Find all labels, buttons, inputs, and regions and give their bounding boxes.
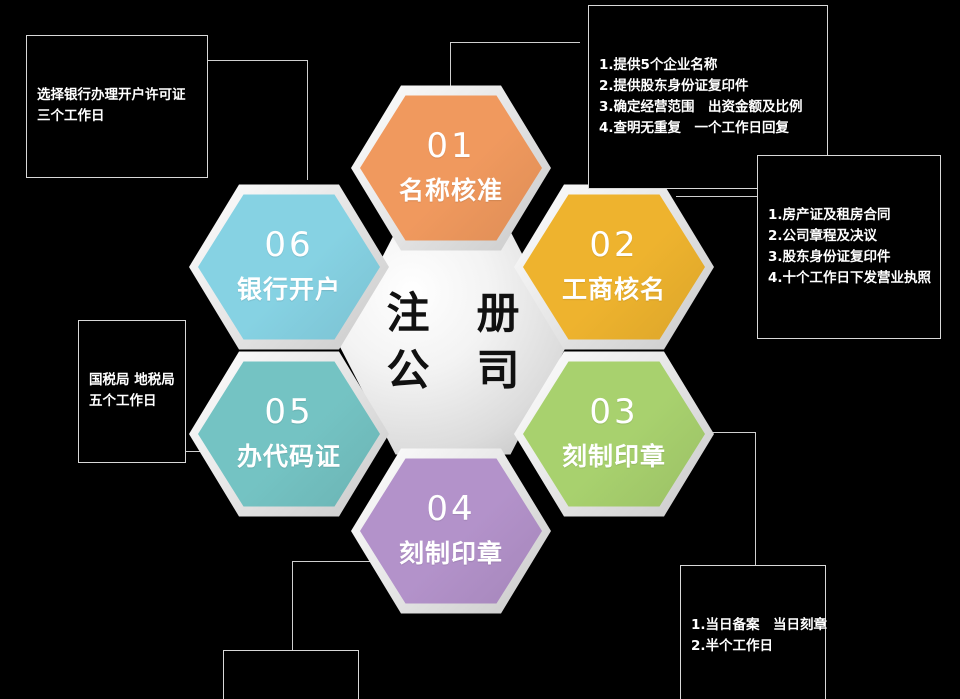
hexagon-06-face: 06 银行开户 [198, 194, 380, 340]
hexagon-04-label: 刻制印章 [398, 538, 503, 568]
hexagon-05-label: 办代码证 [236, 441, 341, 471]
connector-01-horizontal [450, 42, 580, 43]
connector-03-vertical [755, 432, 756, 565]
hexagon-02-frame: 02 工商核名 [514, 184, 714, 350]
connector-02-horizontal [676, 196, 758, 197]
hexagon-05[interactable]: 05 办代码证 [189, 349, 395, 525]
callout-bank-account: 选择银行办理开户许可证 三个工作日 [26, 35, 208, 178]
hexagon-02[interactable]: 02 工商核名 [514, 182, 720, 358]
callout-bank-account-text: 选择银行办理开户许可证 三个工作日 [37, 86, 186, 124]
hexagon-05-face: 05 办代码证 [198, 361, 380, 507]
hexagon-01-number: 01 [426, 126, 476, 167]
connector-04-vertical [292, 561, 293, 650]
hexagon-01[interactable]: 01 名称核准 [351, 83, 557, 259]
callout-quality-supervision: 市质量技术监督局 半个工作日 [223, 650, 359, 699]
hexagon-04[interactable]: 04 刻制印章 [351, 446, 557, 622]
center-title-line1: 注 册 [386, 289, 536, 340]
hexagon-02-face: 02 工商核名 [523, 194, 705, 340]
hexagon-03[interactable]: 03 刻制印章 [514, 349, 720, 525]
center-title-line2: 公 司 [386, 346, 536, 396]
connector-01-vertical [450, 42, 451, 94]
callout-name-approval-text: 1.提供5个企业名称 2.提供股东身份证复印件 3.确定经营范围 出资金额及比例… [599, 56, 803, 136]
hexagon-02-number: 02 [589, 225, 639, 266]
hexagon-01-label: 名称核准 [398, 175, 503, 205]
callout-name-approval: 1.提供5个企业名称 2.提供股东身份证复印件 3.确定经营范围 出资金额及比例… [588, 5, 828, 190]
callout-seal-filing-text: 1.当日备案 当日刻章 2.半个工作日 [691, 616, 828, 654]
hexagon-04-face: 04 刻制印章 [360, 458, 542, 604]
callout-business-license: 1.房产证及租房合同 2.公司章程及决议 3.股东身份证复印件 4.十个工作日下… [757, 155, 941, 340]
hexagon-06-number: 06 [264, 225, 314, 266]
hexagon-01-face: 01 名称核准 [360, 95, 542, 241]
hexagon-06[interactable]: 06 银行开户 [189, 182, 395, 358]
hexagon-04-number: 04 [426, 489, 476, 530]
hexagon-06-frame: 06 银行开户 [189, 184, 389, 350]
callout-business-license-text: 1.房产证及租房合同 2.公司章程及决议 3.股东身份证复印件 4.十个工作日下… [768, 206, 932, 286]
hexagon-05-number: 05 [264, 392, 314, 433]
hexagon-03-number: 03 [589, 392, 639, 433]
callout-tax-bureau-text: 国税局 地税局 五个工作日 [89, 371, 175, 409]
callout-tax-bureau: 国税局 地税局 五个工作日 [78, 320, 186, 463]
connector-03-horizontal [697, 432, 755, 433]
connector-04-horizontal [292, 561, 372, 562]
connector-06-horizontal [207, 60, 307, 61]
hexagon-05-frame: 05 办代码证 [189, 351, 389, 517]
connector-06-vertical [307, 60, 308, 180]
callout-seal-filing: 1.当日备案 当日刻章 2.半个工作日 [680, 565, 828, 699]
hexagon-02-label: 工商核名 [561, 274, 666, 304]
hexagon-06-label: 银行开户 [236, 274, 341, 304]
hexagon-03-label: 刻制印章 [561, 441, 666, 471]
